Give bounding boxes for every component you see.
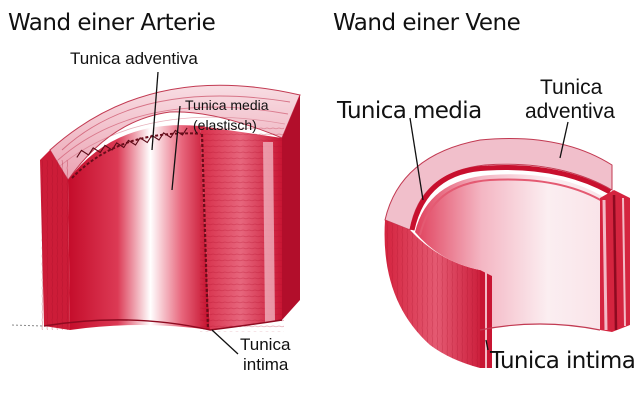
stray-mark — [12, 325, 42, 326]
vein-adventitia-label-line2: adventiva — [525, 100, 615, 123]
artery-wall-illustration — [40, 85, 300, 332]
vein-media-label: Tunica media — [336, 98, 482, 124]
artery-intima-label-line2: intima — [243, 355, 289, 374]
artery-intima-label-line1: Tunica — [240, 335, 291, 354]
vein-intima-label: Tunica intima — [489, 348, 635, 374]
artery-title: Wand einer Arterie — [8, 10, 215, 36]
artery-intima-leader — [212, 330, 238, 354]
artery-adventitia-label: Tunica adventiva — [70, 49, 198, 68]
artery-media-label-line1: Tunica media — [185, 97, 269, 113]
vein-adventitia-label-line1: Tunica — [540, 76, 603, 99]
vein-wall-illustration — [385, 138, 630, 368]
artery-media-label-line2: (elastisch) — [193, 117, 257, 133]
vein-title: Wand einer Vene — [333, 10, 520, 36]
